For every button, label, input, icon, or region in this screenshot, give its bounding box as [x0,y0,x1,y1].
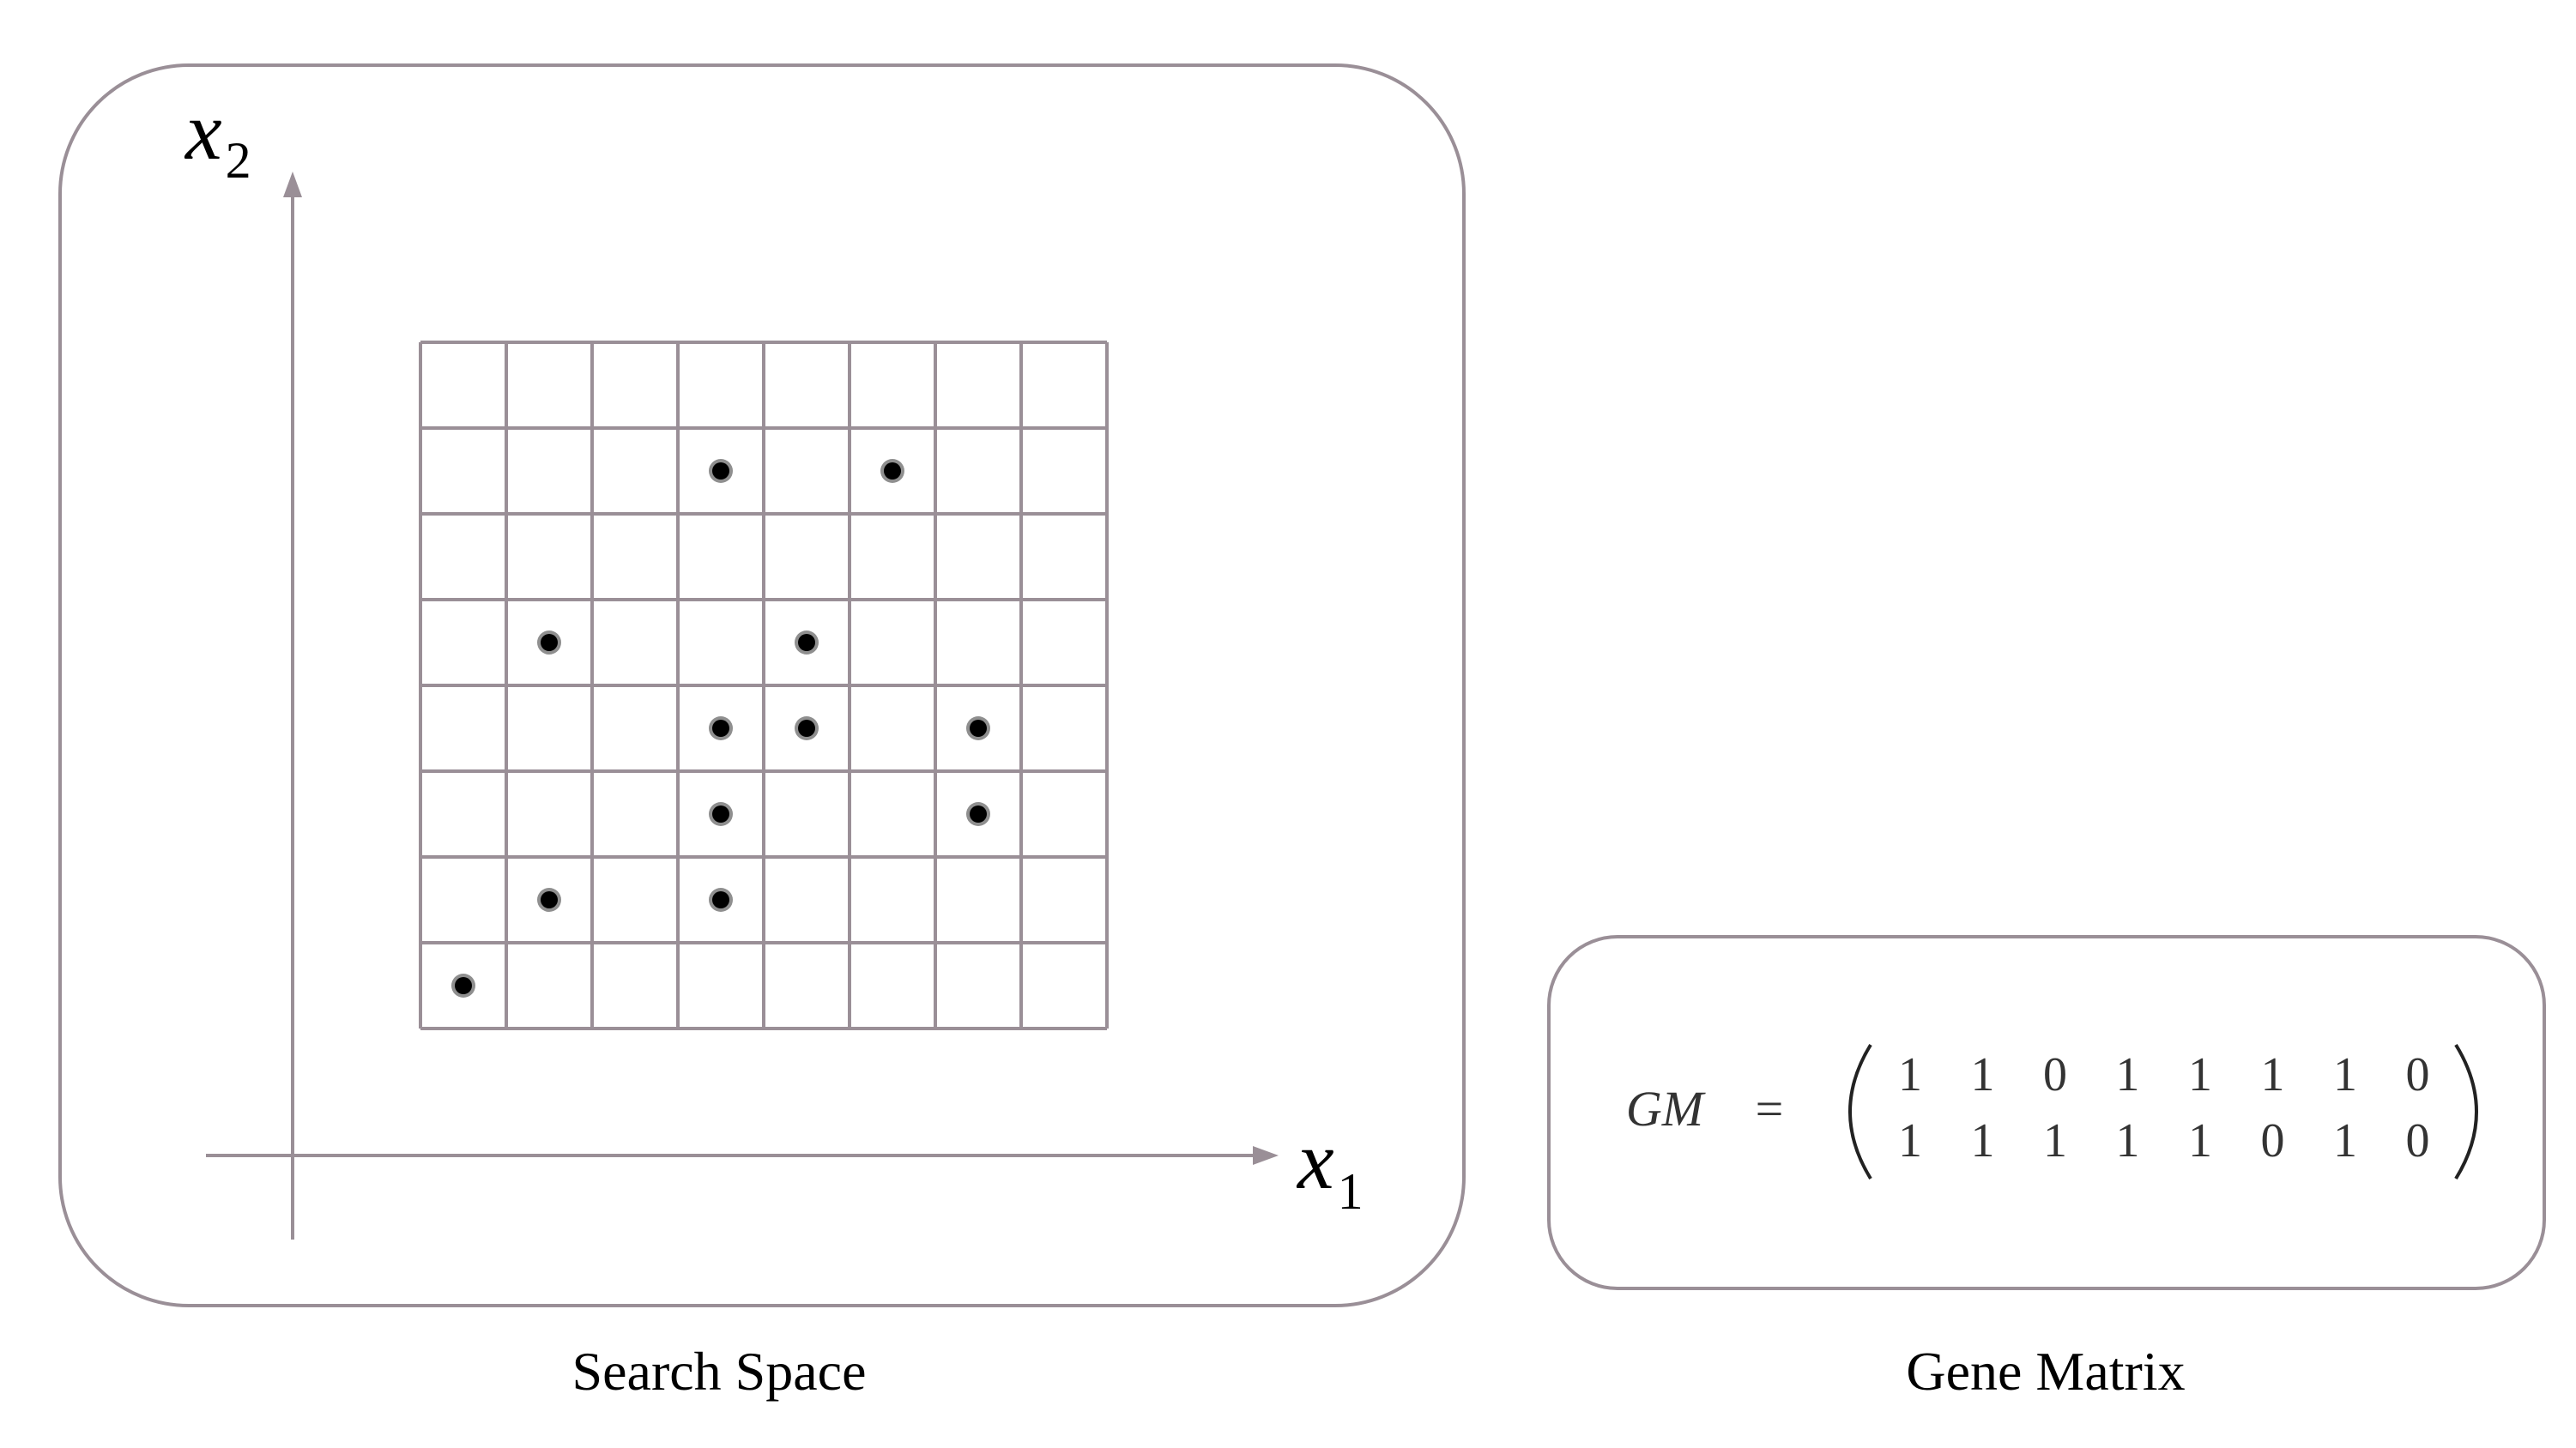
occupied-cell-dot [537,888,561,912]
gene-matrix-cell: 0 [2406,1048,2430,1101]
gene-matrix-cell: 1 [1971,1048,1995,1101]
search-grid [419,341,1109,1030]
occupied-cells [451,459,990,998]
gene-matrix-frame [1547,935,2546,1290]
gene-matrix-cell: 1 [2333,1048,2357,1101]
gene-matrix-cell: 1 [1898,1114,1922,1167]
occupied-cell-dot [451,974,475,998]
occupied-cell-dot [537,630,561,655]
gene-matrix-cell: 0 [2406,1114,2430,1167]
occupied-cell-dot [966,802,990,826]
occupied-cell-dot [795,630,819,655]
gene-matrix-cell: 0 [2043,1048,2067,1101]
gene-matrix-cell: 1 [2261,1048,2285,1101]
x-axis-label: x1 [1296,1114,1364,1220]
search-space-panel: x2 x1 Search Space [58,63,1466,1402]
gene-matrix-cell: 1 [2116,1048,2140,1101]
gene-matrix-cell: 1 [2188,1114,2212,1167]
gene-matrix-cell: 1 [2333,1114,2357,1167]
y-axis-label: x2 [184,85,251,189]
occupied-cell-dot [709,888,733,912]
search-space-caption: Search Space [572,1341,867,1402]
gene-matrix-cell: 1 [2116,1114,2140,1167]
gene-matrix-cell: 1 [2043,1114,2067,1167]
x-axis-arrowhead [1253,1146,1279,1165]
occupied-cell-dot [709,459,733,483]
right-paren [2454,1043,2478,1180]
occupied-cell-dot [709,802,733,826]
occupied-cell-dot [795,716,819,740]
search-space-frame [58,63,1466,1307]
gene-matrix-equals: = [1756,1081,1784,1137]
gene-matrix-cell: 0 [2261,1114,2285,1167]
gene-matrix-caption: Gene Matrix [1906,1341,2185,1402]
gene-matrix-cell: 1 [2188,1048,2212,1101]
gene-matrix-cell: 1 [1971,1114,1995,1167]
occupied-cell-dot [966,716,990,740]
gene-matrix-label: GM [1626,1081,1706,1137]
y-axis-arrowhead [283,172,302,197]
left-paren [1848,1043,1872,1180]
gene-matrix-cell: 1 [1898,1048,1922,1101]
occupied-cell-dot [880,459,904,483]
occupied-cell-dot [709,716,733,740]
